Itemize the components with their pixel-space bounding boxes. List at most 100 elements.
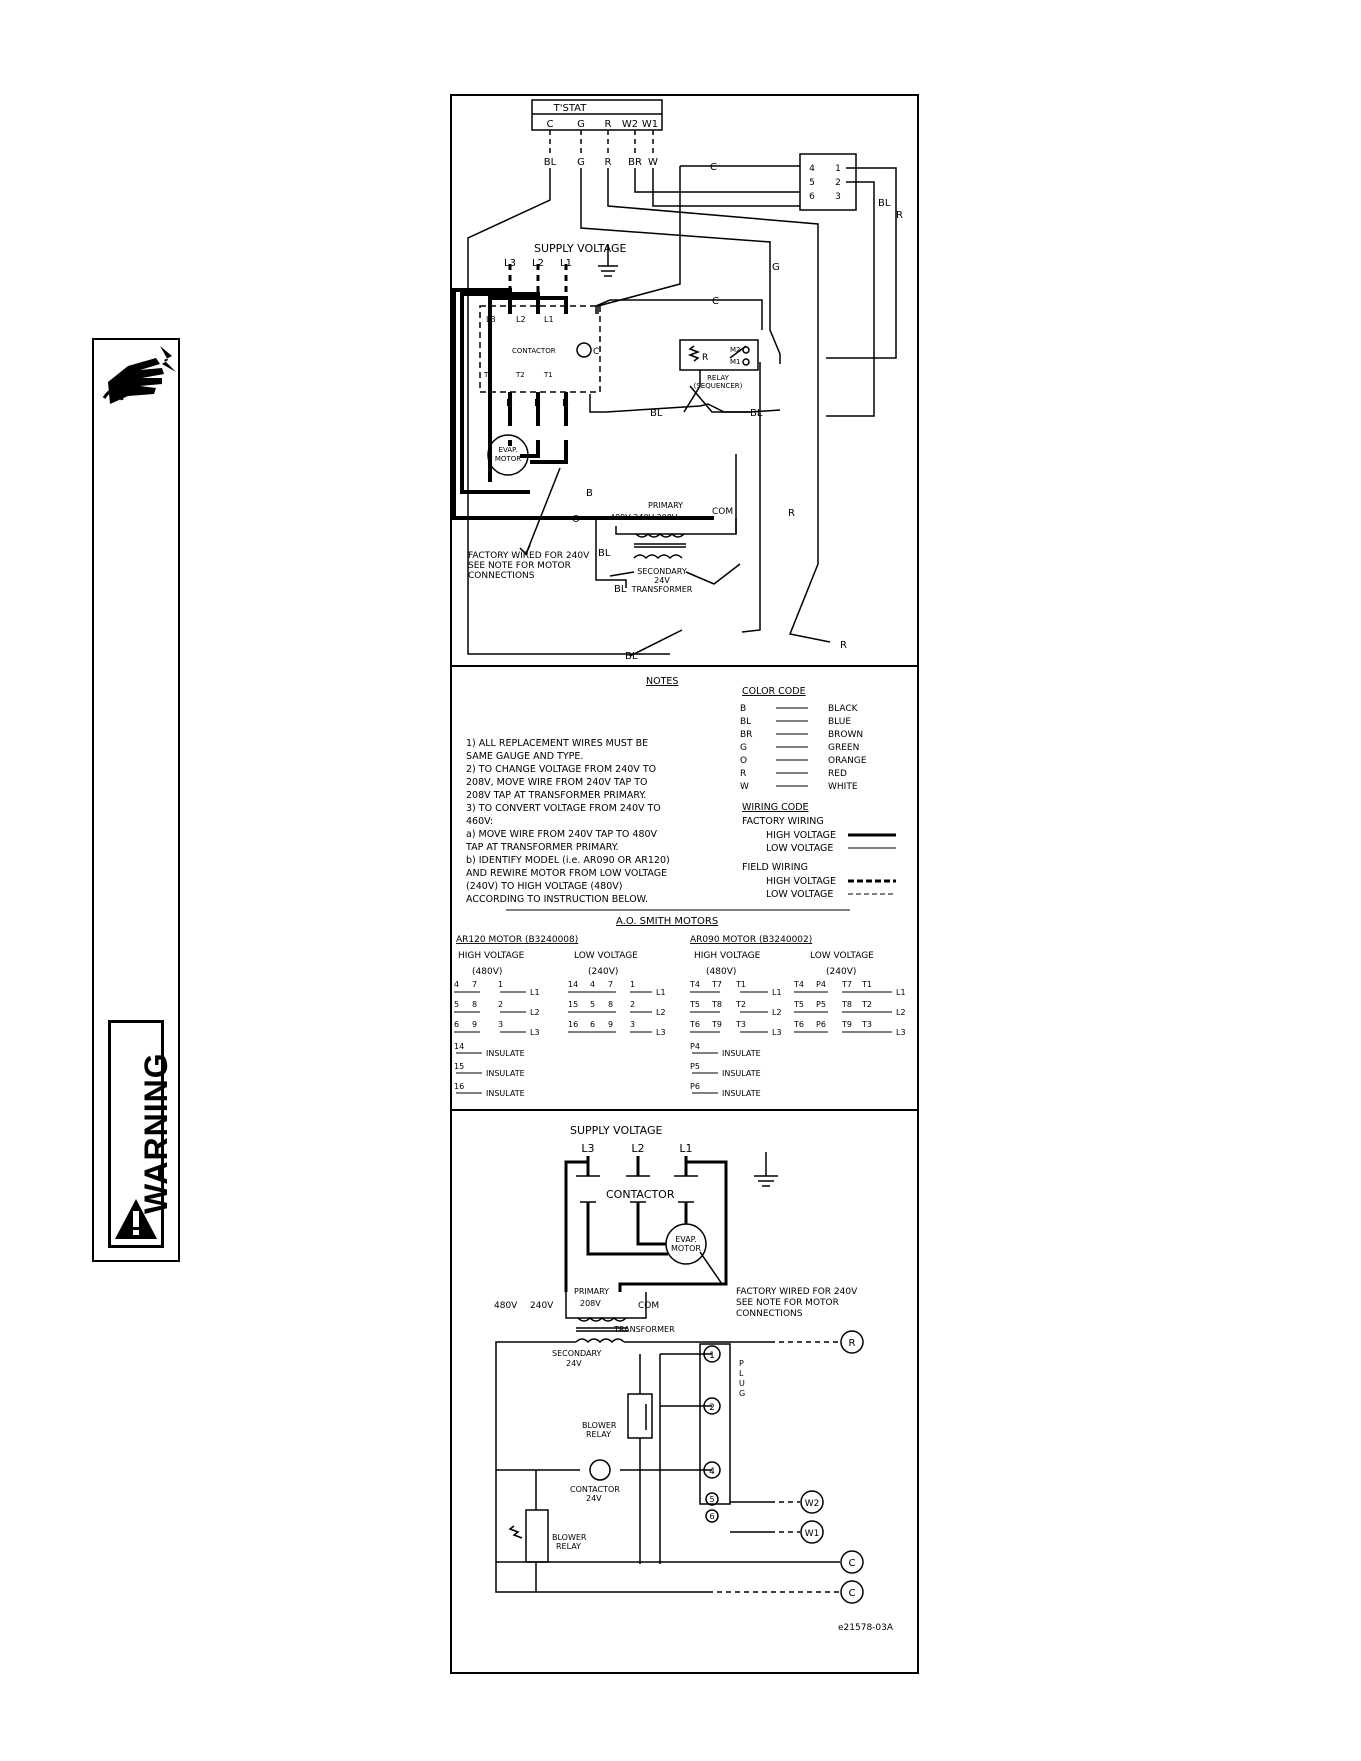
top-line-l3: L3 [504,258,516,269]
note-line-5: 208V TAP AT TRANSFORMER PRIMARY. [466,790,646,801]
notes-title: NOTES [646,676,678,687]
ar120-hv-grid: 4 7 1 5 8 2 6 9 3 L1 L2 L3 [454,980,540,1037]
ar090-lv-lead: T7 [841,980,852,989]
wire-bl-return: BL [625,651,638,662]
plug-label-u: U [739,1379,745,1388]
motor-lead-b3: B [562,398,569,409]
ar120-hv-lead: 7 [472,980,477,989]
bottom-blower-relay2-1: BLOWER [552,1533,587,1542]
note-line-1: 1) ALL REPLACEMENT WIRES MUST BE [466,738,648,749]
ar090-hv-lead: T5 [689,1000,700,1009]
bottom-com: COM [638,1301,659,1311]
ar090-hv-lead: T8 [711,1000,722,1009]
wiring-factory-low: LOW VOLTAGE [766,843,833,854]
ar090-hv-lead: T4 [689,980,700,989]
top-line-l2: L2 [532,258,544,269]
ar120-hv-lead: 4 [454,980,459,989]
warning-word: WARNING [138,1052,174,1214]
bottom-secondary-1: SECONDARY [552,1349,602,1358]
note-line-7: 460V: [466,816,493,827]
bottom-factory-note-2: SEE NOTE FOR MOTOR [736,1298,839,1308]
ar120-hv-lead: 9 [472,1020,477,1029]
color-abbr-b: B [740,704,746,714]
wiring-field-high: HIGH VOLTAGE [766,876,836,887]
bottom-supply-voltage: SUPPLY VOLTAGE [570,1124,663,1137]
primary-taps: 480V 240V 208V [610,513,678,522]
ar090-lv-l1: L1 [896,988,906,997]
ar120-lv-lead: 1 [630,980,635,989]
ar120-insulate-3: INSULATE [486,1089,525,1098]
ar120-lv-lead: 15 [568,1000,578,1009]
ar090-hv-l2: L2 [772,1008,782,1017]
tstat-term-r: R [605,119,612,130]
color-code-title: COLOR CODE [742,686,806,697]
secondary-label-3: TRANSFORMER [631,585,693,594]
ar120-lv-l2: L2 [656,1008,666,1017]
plug-pin-2: 2 [835,178,841,188]
bottom-secondary-2: 24V [566,1359,582,1368]
bottom-transformer: TRANSFORMER [613,1325,675,1334]
ar090-hv-l1: L1 [772,988,782,997]
contactor-l1: L1 [544,315,554,324]
bottom-contactor-label: CONTACTOR [606,1188,675,1201]
ar120-ins-lead: 15 [454,1062,464,1071]
ar090-lv-lead: T3 [861,1020,872,1029]
ar090-hv-volt: (480V) [706,967,736,977]
top-schematic: T'STAT C G R W2 W1 BL G R BR W C 4 1 5 2… [452,99,903,662]
bottom-tap-240v: 240V [530,1301,554,1311]
wiring-diagram: T'STAT C G R W2 W1 BL G R BR W C 4 1 5 2… [450,94,920,1678]
ar090-hv-lead: T7 [711,980,722,989]
ar090-lv-lead: T8 [841,1000,852,1009]
output-c2: C [849,1588,856,1599]
bottom-pin-1: 1 [709,1351,715,1361]
ar090-lv-lead: P5 [816,1000,826,1009]
relay-m2: M2 [730,346,741,354]
ar090-lv-grid: T4 P4 T7 T1 T5 P5 T8 T2 T6 P6 T9 T3 L1 L… [793,980,906,1037]
contactor-t3: T3 [483,371,493,379]
ar090-lv-lead: P4 [816,980,826,989]
motor-lead-b1: B [506,398,513,409]
contactor-l2: L2 [516,315,526,324]
ar120-lv-lead: 4 [590,980,595,989]
ar120-ins-lead: 14 [454,1042,464,1051]
bottom-tap-480v: 480V [494,1301,518,1311]
ar120-hv-lead: 8 [472,1000,477,1009]
ar120-hv-lead: 2 [498,1000,503,1009]
color-name-brown: BROWN [828,730,863,740]
bottom-factory-note-3: CONNECTIONS [736,1309,803,1319]
ar120-ins-lead: 16 [454,1082,464,1091]
wiring-field-low: LOW VOLTAGE [766,889,833,900]
ar090-hv-lead: T2 [735,1000,746,1009]
bottom-line-l3: L3 [581,1142,594,1155]
top-factory-note-3: CONNECTIONS [468,571,535,581]
bottom-primary-2: 208V [580,1299,601,1308]
color-name-green: GREEN [828,743,859,753]
ar090-lv-l2: L2 [896,1008,906,1017]
ar120-lv-lead: 7 [608,980,613,989]
wiring-diagram-svg: T'STAT C G R W2 W1 BL G R BR W C 4 1 5 2… [450,94,919,1674]
ar090-lv-label: LOW VOLTAGE [810,951,874,961]
bottom-evap-motor-2: MOTOR [671,1244,701,1253]
color-abbr-r: R [740,769,746,779]
ar090-hv-lead: T9 [711,1020,722,1029]
plug-pin-5: 5 [809,178,815,188]
color-abbr-w: W [740,782,749,792]
bottom-contactor24-2: 24V [586,1494,602,1503]
tstat-term-c: C [547,119,554,130]
wire-br: BR [628,157,642,168]
output-r: R [849,1338,856,1349]
bottom-pin-6: 6 [709,1512,714,1521]
wire-w: W [648,157,658,168]
bottom-blower-relay-2: RELAY [586,1430,611,1439]
color-name-orange: ORANGE [828,756,867,766]
wire-r-bottom: R [840,640,847,651]
bottom-primary-1: PRIMARY [574,1287,609,1296]
ar090-hv-lead: T3 [735,1020,746,1029]
top-supply-voltage: SUPPLY VOLTAGE [534,242,627,255]
ar120-lv-lead: 5 [590,1000,595,1009]
note-line-13: ACCORDING TO INSTRUCTION BELOW. [466,894,648,905]
contactor-t1: T1 [543,371,553,379]
bottom-contactor24-1: CONTACTOR [570,1485,620,1494]
ar090-insulate: P4 INSULATE P5 INSULATE P6 INSULATE [690,1042,761,1098]
tstat-label: T'STAT [553,103,588,114]
